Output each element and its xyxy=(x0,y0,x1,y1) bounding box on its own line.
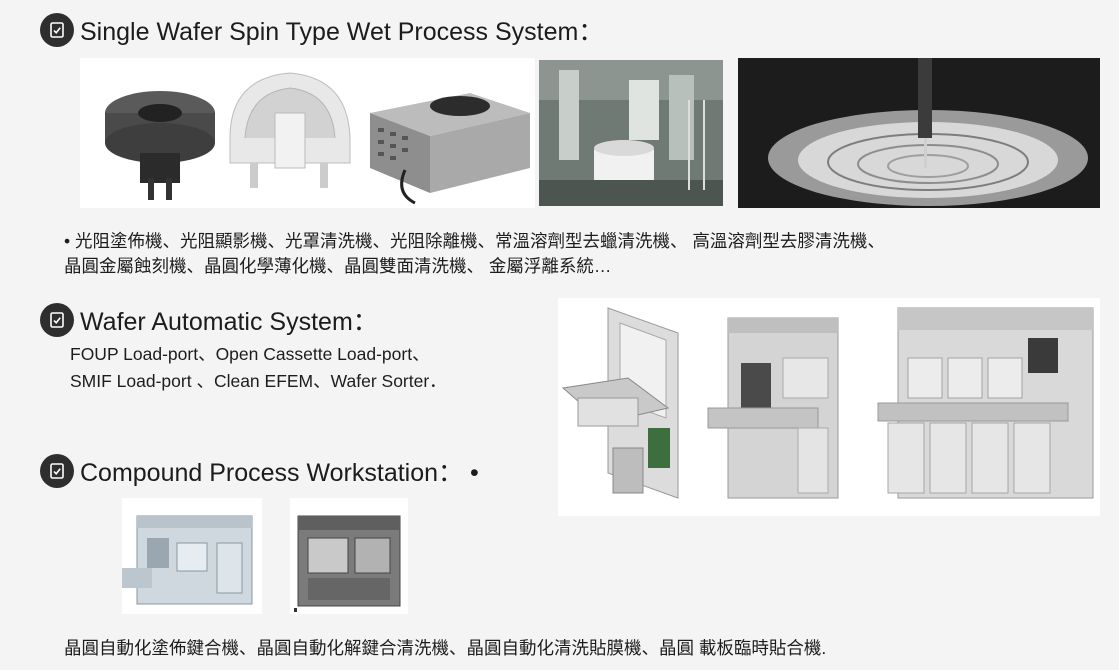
wafer-spin-closeup-photo xyxy=(738,58,1100,208)
section-title: Single Wafer Spin Type Wet Process Syste… xyxy=(80,18,604,46)
compound-workstation-description: 晶圓自動化塗佈鍵合機、晶圓自動化解鍵合清洗機、晶圓自動化清洗貼膜機、晶圓 載板臨… xyxy=(64,638,827,658)
wafer-automatic-description-line1: FOUP Load-port、Open Cassette Load-port、 xyxy=(70,344,430,364)
spin-system-description-line1: • 光阻塗佈機、光阻顯影機、光罩清洗機、光阻除離機、常溫溶劑型去蠟清洗機、 高溫… xyxy=(64,231,885,251)
wafer-automation-equipment-image xyxy=(558,298,1100,516)
section-heading-spin-wet: Single Wafer Spin Type Wet Process Syste… xyxy=(40,12,603,48)
section-title: Compound Process Workstation： • xyxy=(80,459,479,487)
section-title: Wafer Automatic System： xyxy=(80,308,378,336)
spin-system-description-line2: 晶圓金屬蝕刻機、晶圓化學薄化機、晶圓雙面清洗機、 金屬浮離系統… xyxy=(64,256,612,276)
checklist-icon xyxy=(40,454,74,488)
checklist-icon xyxy=(40,13,74,47)
spin-process-equipment-image xyxy=(80,58,535,208)
section-heading-compound-workstation: Compound Process Workstation： • xyxy=(40,453,479,489)
wafer-automatic-description-line2: SMIF Load-port 、Clean EFEM、Wafer Sorter． xyxy=(70,371,447,391)
debonding-cleaning-machine-image xyxy=(290,498,408,614)
coating-bonding-machine-image xyxy=(122,498,262,614)
checklist-icon xyxy=(40,303,74,337)
cleanroom-equipment-photo xyxy=(539,60,723,206)
section-heading-wafer-automatic: Wafer Automatic System： xyxy=(40,302,378,338)
